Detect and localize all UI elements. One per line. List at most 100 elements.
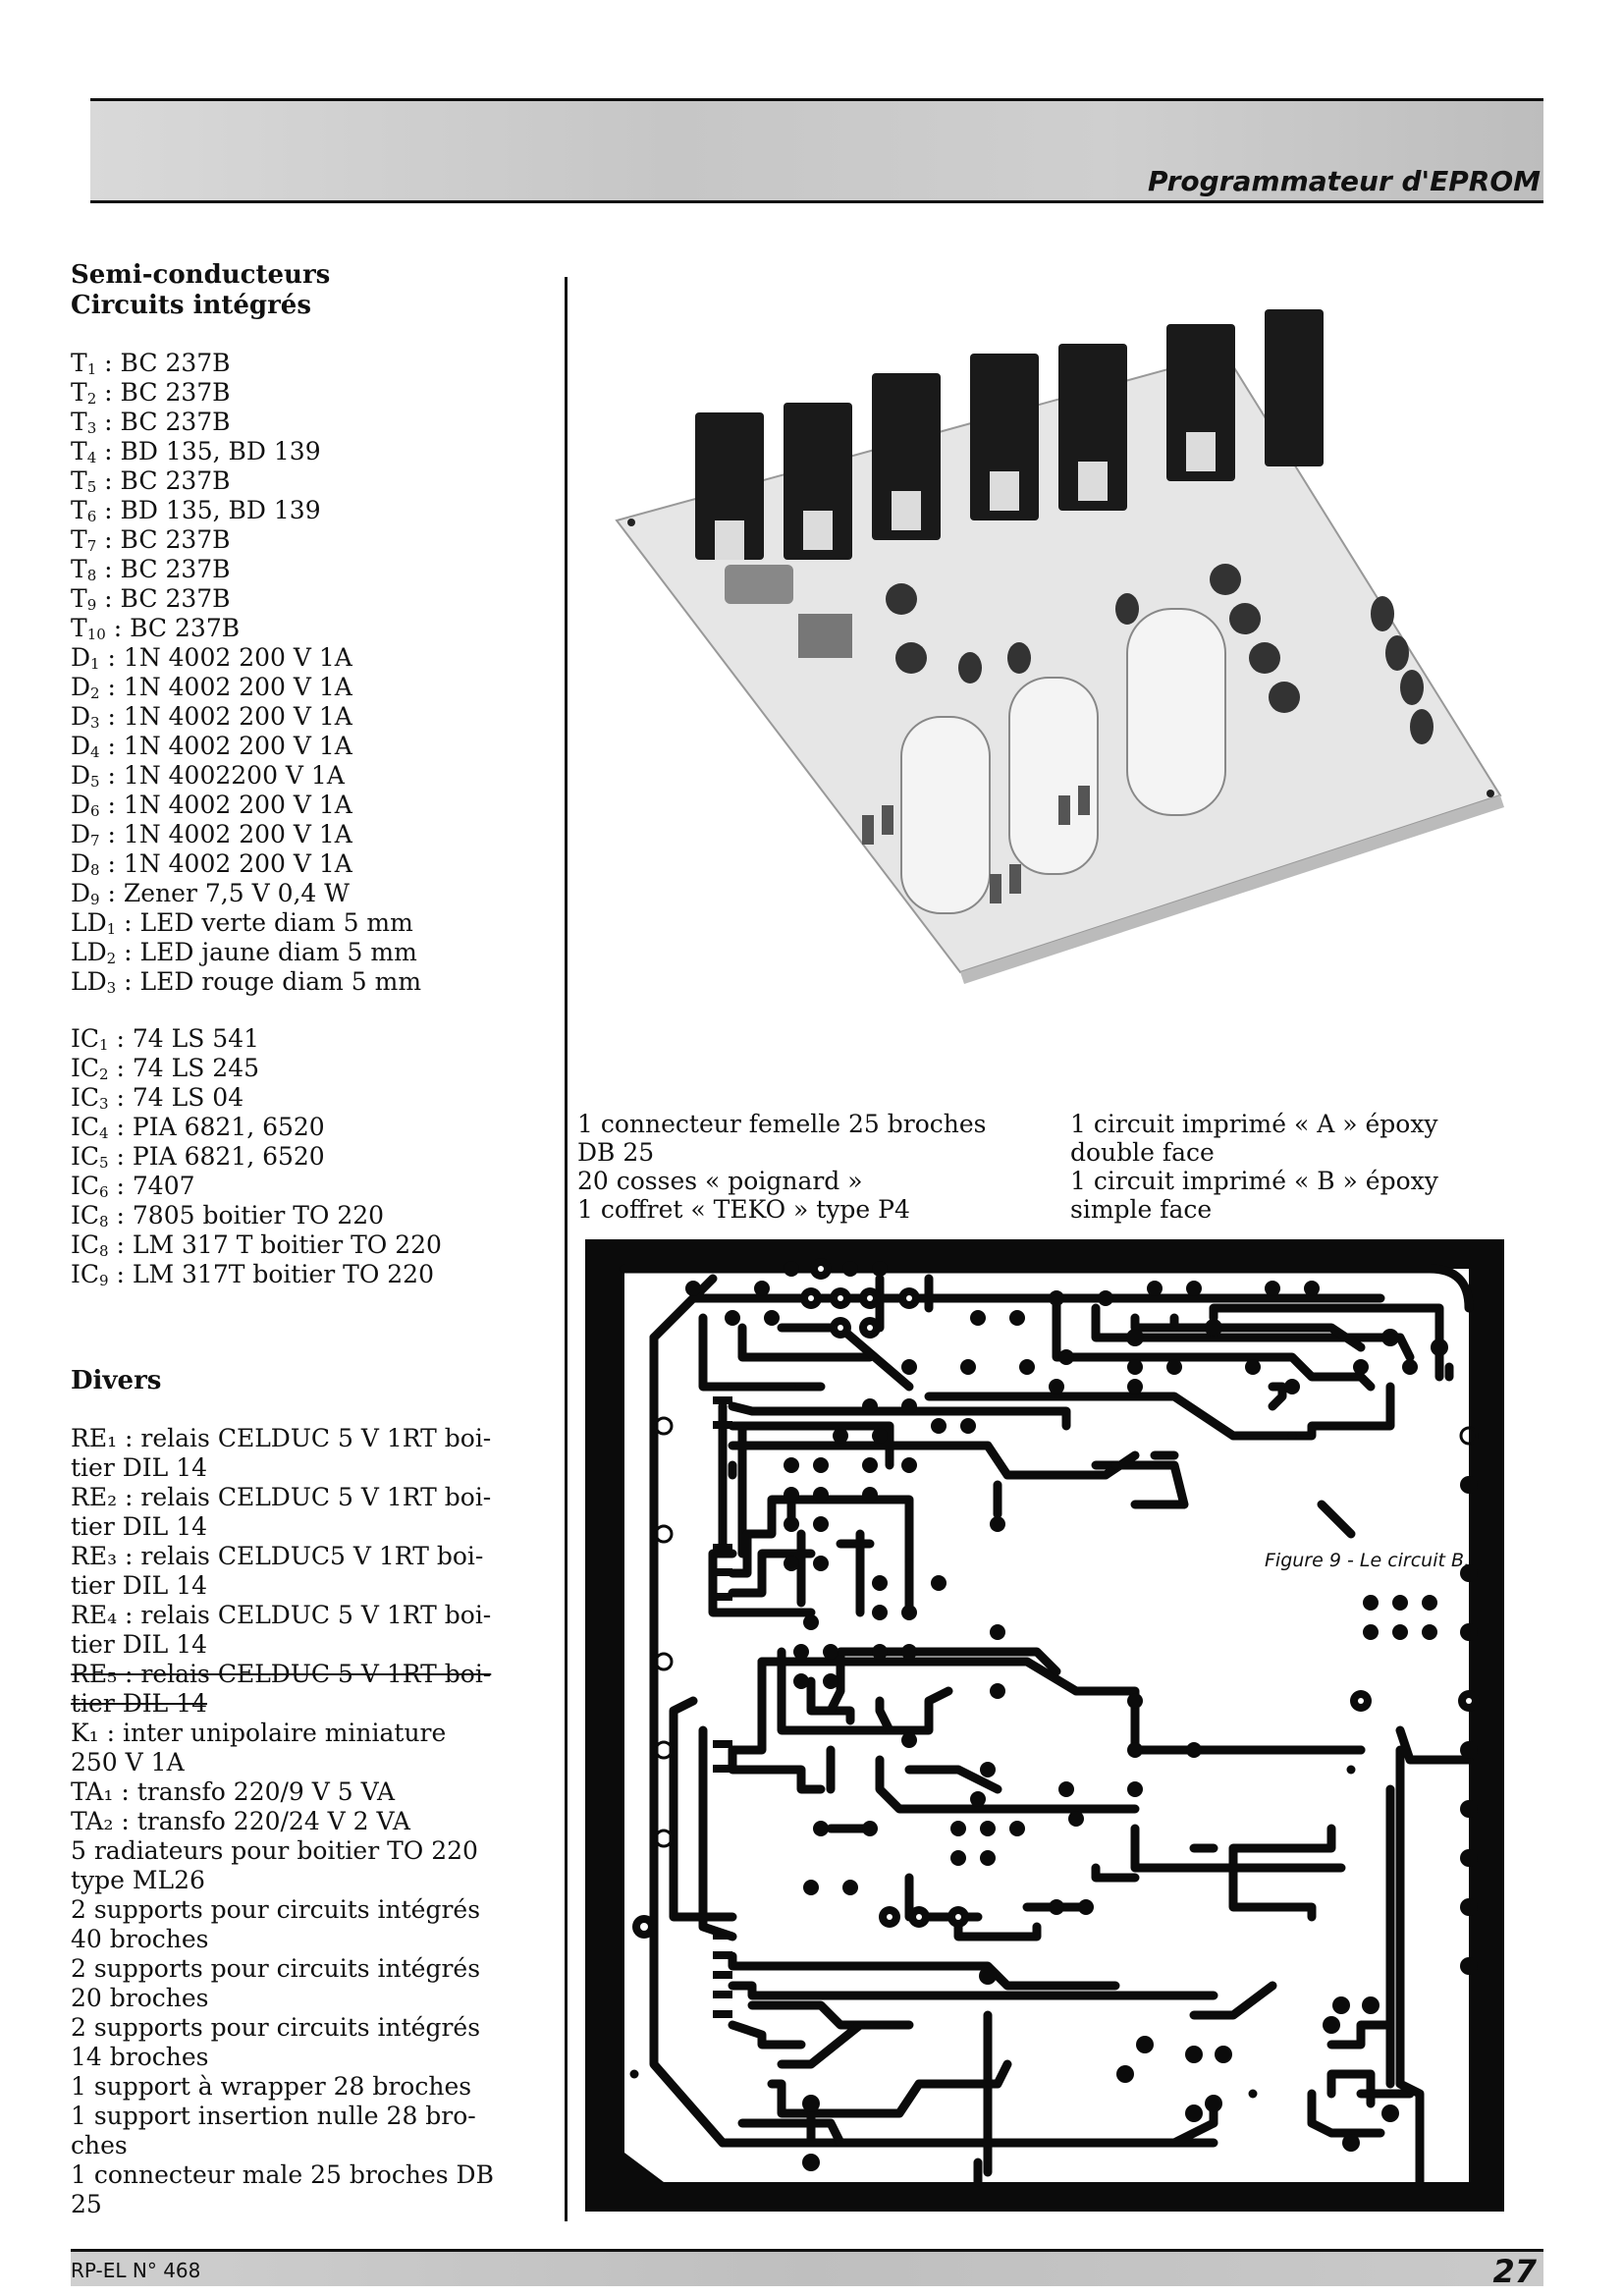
component-index: 9 [99, 1272, 109, 1289]
component-index: 7 [90, 832, 100, 849]
struck-list-item: tier DIL 14 [71, 1689, 208, 1718]
heading-semiconductors: Semi-conducteurs [71, 260, 331, 290]
component-index: 9 [86, 596, 97, 614]
component-value: : 74 LS 04 [108, 1083, 244, 1112]
list-item: tier DIL 14 [71, 1512, 208, 1541]
list-item: DB 25 [577, 1138, 655, 1167]
component-index: 3 [86, 419, 97, 437]
component-ref: LD [71, 908, 107, 937]
list-item: RE₃ : relais CELDUC5 V 1RT boi- [71, 1542, 484, 1570]
component-index: 2 [99, 1066, 109, 1083]
list-item: RE₄ : relais CELDUC 5 V 1RT boi- [71, 1601, 492, 1629]
component-ref: IC [71, 1113, 100, 1141]
component-ref: T [71, 349, 87, 377]
component-ref: D [71, 820, 91, 848]
component-ref: T [71, 466, 87, 495]
list-item: 2 supports pour circuits intégrés [71, 2013, 481, 2042]
component-value: : LM 317T boitier TO 220 [108, 1260, 434, 1288]
component-value: : BC 237B [96, 555, 231, 583]
list-item: 25 [71, 2190, 102, 2218]
heading-divers: Divers [71, 1366, 162, 1395]
component-index: 8 [86, 567, 97, 584]
list-item: ches [71, 2131, 128, 2159]
footer-magazine-issue: RP-EL N° 468 [71, 2259, 201, 2282]
component-index: 3 [90, 714, 100, 732]
list-item: RE₂ : relais CELDUC 5 V 1RT boi- [71, 1483, 492, 1511]
component-ref: T [71, 437, 87, 465]
component-ref: IC [71, 1054, 100, 1082]
struck-list-item: RE₅ : relais CELDUC 5 V 1RT boi- [71, 1660, 492, 1688]
component-value: : 1N 4002 200 V 1A [99, 732, 352, 760]
list-item: 1 coffret « TEKO » type P4 [577, 1195, 910, 1224]
component-index: 3 [99, 1095, 109, 1113]
footer-rule [71, 2249, 1543, 2252]
component-value: : BD 135, BD 139 [96, 437, 321, 465]
list-item: tier DIL 14 [71, 1453, 208, 1482]
component-index: 10 [86, 626, 106, 643]
component-item: D5 : 1N 4002200 V 1A [71, 761, 540, 791]
list-item: RE₁ : relais CELDUC 5 V 1RT boi- [71, 1424, 492, 1452]
pcb-figure [585, 1239, 1504, 2212]
component-index: 4 [86, 449, 97, 466]
component-item: T10 : BC 237B [71, 614, 540, 643]
component-value: : BD 135, BD 139 [96, 496, 321, 524]
component-item: T3 : BC 237B [71, 408, 540, 437]
component-value: : 7407 [108, 1172, 195, 1200]
list-item: 2 supports pour circuits intégrés [71, 1954, 481, 1983]
component-value: : Zener 7,5 V 0,4 W [99, 879, 350, 907]
component-item: D2 : 1N 4002 200 V 1A [71, 673, 540, 702]
component-value: : LED jaune diam 5 mm [116, 938, 417, 966]
component-value: : PIA 6821, 6520 [108, 1113, 325, 1141]
list-item: 5 radiateurs pour boitier TO 220 [71, 1836, 478, 1865]
component-value: : BC 237B [105, 614, 241, 642]
list-item: type ML26 [71, 1866, 205, 1894]
component-ref: IC [71, 1172, 100, 1200]
component-ref: IC [71, 1260, 100, 1288]
component-item: D7 : 1N 4002 200 V 1A [71, 820, 540, 849]
component-ref: T [71, 408, 87, 436]
component-index: 9 [90, 891, 100, 908]
column-divider [565, 277, 568, 2221]
list-item: 1 circuit imprimé « B » époxy [1070, 1167, 1438, 1195]
list-item: 20 cosses « poignard » [577, 1167, 863, 1195]
component-index: 4 [90, 743, 100, 761]
component-ref: LD [71, 938, 107, 966]
component-item: D4 : 1N 4002 200 V 1A [71, 732, 540, 761]
list-item: 14 broches [71, 2043, 209, 2071]
component-value: : PIA 6821, 6520 [108, 1142, 325, 1171]
component-item: T4 : BD 135, BD 139 [71, 437, 540, 466]
header-rule-bottom [90, 200, 1543, 203]
list-item: simple face [1070, 1195, 1213, 1224]
footer-band [71, 2251, 1543, 2286]
component-index: 2 [106, 950, 117, 967]
component-ref: T [71, 584, 87, 613]
component-item: T9 : BC 237B [71, 584, 540, 614]
list-item: 250 V 1A [71, 1748, 185, 1777]
component-ref: IC [71, 1142, 100, 1171]
component-ref: T [71, 496, 87, 524]
component-ref: LD [71, 967, 107, 996]
component-item: IC8 : LM 317 T boitier TO 220 [71, 1230, 540, 1260]
component-ref: D [71, 732, 91, 760]
component-value: : BC 237B [96, 408, 231, 436]
figure-caption: Figure 9 - Le circuit B. [1265, 1550, 1471, 1571]
component-ref: D [71, 791, 91, 819]
list-item: tier DIL 14 [71, 1630, 208, 1659]
component-value: : BC 237B [96, 466, 231, 495]
component-item: D1 : 1N 4002 200 V 1A [71, 643, 540, 673]
component-item: IC5 : PIA 6821, 6520 [71, 1142, 540, 1172]
component-value: : LED rouge diam 5 mm [116, 967, 422, 996]
component-ref: IC [71, 1230, 100, 1259]
component-item: IC6 : 7407 [71, 1172, 540, 1201]
component-index: 1 [99, 1036, 109, 1054]
component-value: : BC 237B [96, 584, 231, 613]
board-photo [577, 285, 1530, 992]
component-value: : BC 237B [96, 349, 231, 377]
component-ref: D [71, 849, 91, 878]
divers-list: RE₁ : relais CELDUC 5 V 1RT boi- tier DI… [71, 1424, 540, 2219]
component-item: T2 : BC 237B [71, 378, 540, 408]
component-ref: T [71, 378, 87, 407]
component-value: : BC 237B [96, 525, 231, 554]
component-index: 6 [90, 802, 100, 820]
